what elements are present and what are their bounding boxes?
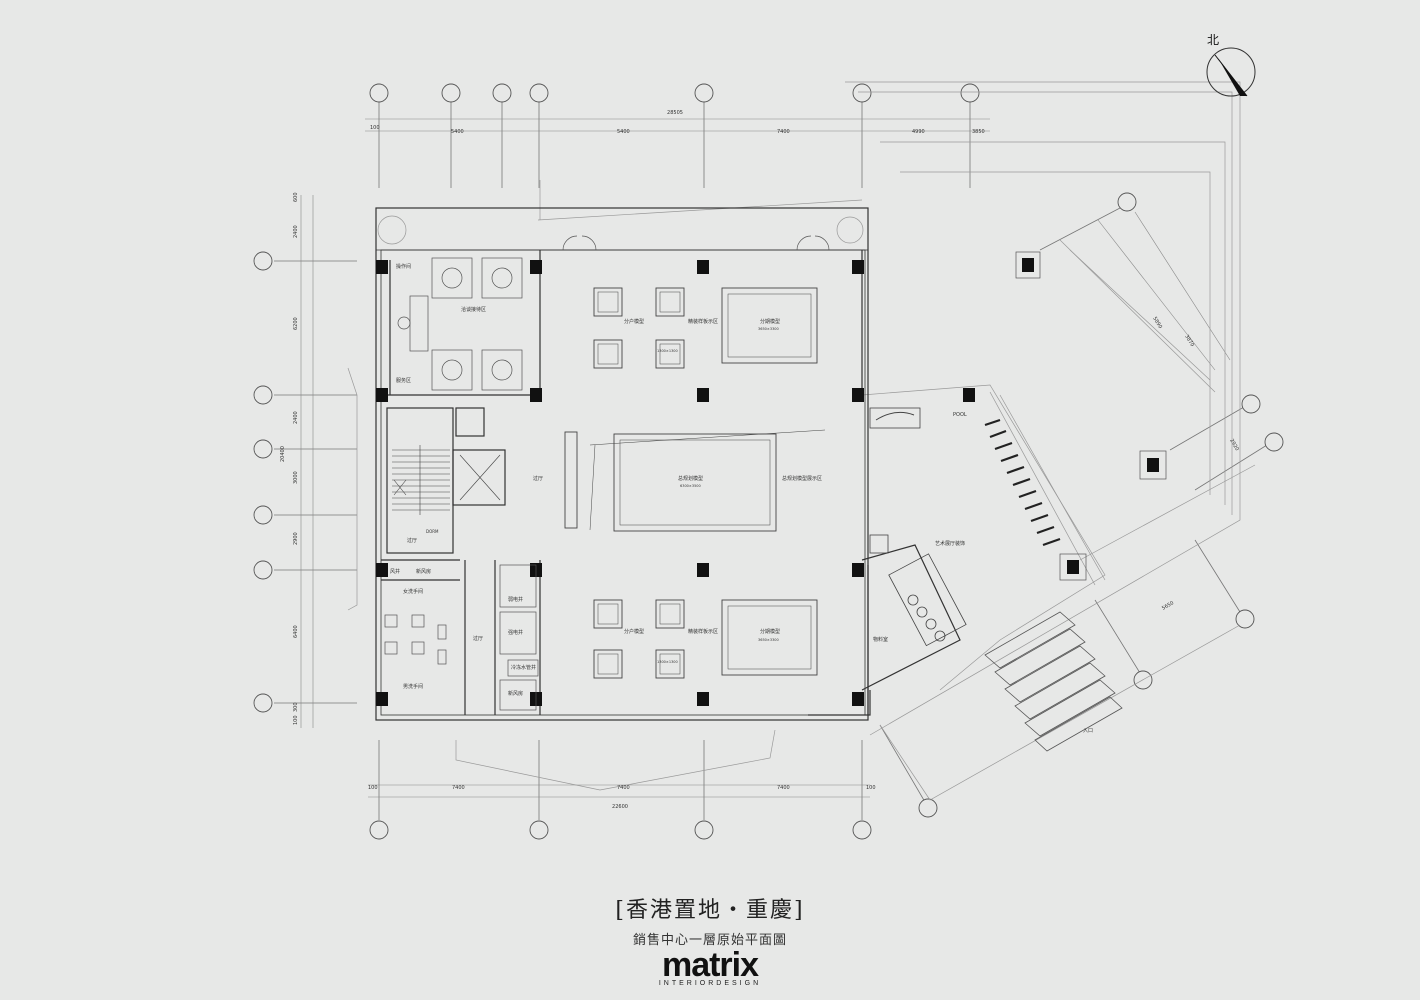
display-models (564, 287, 826, 679)
pool-feature (869, 407, 967, 647)
drawing-title: [香港置地・重慶] (615, 898, 805, 923)
svg-text:6400: 6400 (293, 625, 299, 638)
svg-text:20400: 20400 (280, 446, 286, 462)
axis-bubbles (253, 83, 1284, 840)
svg-text:3650×3300: 3650×3300 (758, 327, 779, 331)
plan-labels: 北 28505 100 5400 5400 7400 4990 3850 226… (280, 33, 1240, 810)
svg-text:艺术展厅装饰: 艺术展厅装饰 (935, 540, 965, 547)
svg-text:弱电井: 弱电井 (508, 596, 523, 603)
svg-text:5400: 5400 (451, 129, 464, 135)
svg-text:6200: 6200 (293, 317, 299, 330)
svg-text:分户模型: 分户模型 (624, 318, 644, 325)
svg-text:3870: 3870 (1183, 334, 1195, 348)
ramp-stripes (984, 418, 1061, 547)
svg-text:风井: 风井 (390, 568, 400, 575)
svg-text:28505: 28505 (667, 110, 683, 116)
svg-text:2900: 2900 (293, 532, 299, 545)
svg-text:7400: 7400 (452, 785, 465, 791)
svg-text:女洗手间: 女洗手间 (403, 588, 423, 595)
north-label: 北 (1207, 33, 1219, 47)
svg-text:7400: 7400 (617, 785, 630, 791)
svg-text:男洗手间: 男洗手间 (403, 683, 423, 690)
svg-text:5400: 5400 (617, 129, 630, 135)
svg-text:300: 300 (293, 702, 299, 712)
column-outlines (1015, 251, 1167, 581)
washroom-fixtures (384, 564, 539, 711)
svg-text:2920: 2920 (1228, 438, 1240, 452)
svg-text:4990: 4990 (912, 129, 925, 135)
svg-text:100: 100 (866, 785, 876, 791)
svg-text:洽谈接待区: 洽谈接待区 (461, 306, 486, 313)
svg-text:600: 600 (293, 192, 299, 202)
dimension-lines (300, 118, 1231, 798)
svg-text:过厅: 过厅 (533, 475, 543, 482)
svg-text:100: 100 (370, 125, 380, 131)
svg-text:分期模型: 分期模型 (760, 318, 780, 325)
svg-text:入口: 入口 (1083, 728, 1093, 734)
svg-text:22600: 22600 (612, 804, 628, 810)
svg-text:7400: 7400 (777, 129, 790, 135)
svg-text:2400: 2400 (293, 411, 299, 424)
svg-text:过厅: 过厅 (473, 635, 483, 642)
building-walls (375, 207, 961, 721)
svg-text:服务区: 服务区 (396, 377, 411, 384)
site-outline (347, 81, 1256, 801)
svg-text:6300×3500: 6300×3500 (680, 484, 701, 488)
svg-text:1300×1300: 1300×1300 (657, 660, 678, 664)
svg-text:操作间: 操作间 (396, 263, 411, 270)
brand-tagline: INTERIORDESIGN (658, 980, 762, 987)
svg-text:分期模型: 分期模型 (760, 628, 780, 635)
svg-text:冷冻水管井: 冷冻水管井 (511, 664, 536, 671)
north-arrow-icon (1206, 47, 1256, 97)
svg-text:3650×3300: 3650×3300 (758, 638, 779, 642)
svg-text:精装样板示区: 精装样板示区 (688, 628, 718, 635)
svg-text:物料室: 物料室 (873, 636, 888, 643)
svg-text:100: 100 (293, 715, 299, 725)
entrance-steps (984, 611, 1123, 752)
svg-text:5890: 5890 (1151, 316, 1163, 330)
svg-text:新风房: 新风房 (508, 690, 523, 697)
svg-text:1300×1300: 1300×1300 (657, 349, 678, 353)
svg-text:3850: 3850 (972, 129, 985, 135)
brand-logo: matrix (661, 946, 759, 984)
staircase (392, 445, 501, 515)
reception-furniture (377, 215, 864, 391)
svg-text:7400: 7400 (777, 785, 790, 791)
svg-text:5650: 5650 (1161, 600, 1175, 612)
svg-text:DORM: DORM (426, 529, 439, 534)
svg-text:总规划模型展示区: 总规划模型展示区 (782, 475, 822, 482)
svg-text:精装样板示区: 精装样板示区 (688, 318, 718, 325)
svg-text:POOL: POOL (953, 412, 967, 418)
svg-text:强电井: 强电井 (508, 629, 523, 636)
svg-text:新风房: 新风房 (416, 568, 431, 575)
svg-text:过厅: 过厅 (407, 537, 417, 544)
svg-text:2400: 2400 (293, 225, 299, 238)
drawing-subtitle: 銷售中心一層原始平面圖 (632, 933, 787, 948)
svg-text:总规划模型: 总规划模型 (678, 475, 703, 482)
svg-text:3000: 3000 (293, 471, 299, 484)
svg-text:100: 100 (368, 785, 378, 791)
axis-lines (274, 102, 1268, 820)
columns (376, 258, 1159, 706)
svg-text:分户模型: 分户模型 (624, 628, 644, 635)
